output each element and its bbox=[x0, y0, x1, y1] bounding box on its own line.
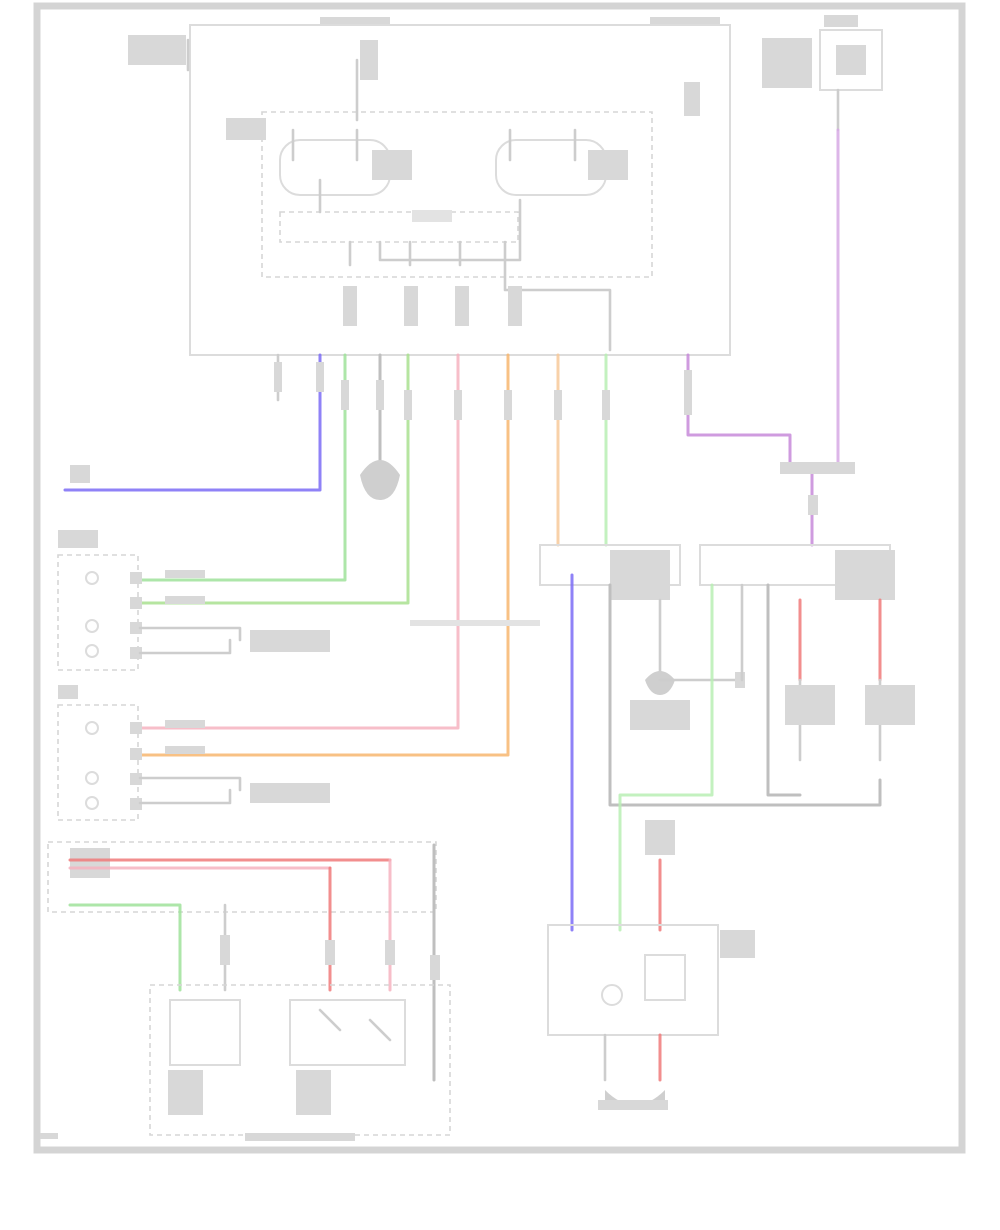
page-corner-mark bbox=[40, 1133, 58, 1139]
diagram-frame bbox=[33, 2, 966, 1154]
top-left-label bbox=[128, 35, 186, 65]
top-right-component bbox=[762, 15, 883, 132]
right-relay-modules bbox=[410, 544, 915, 932]
ground-symbol-icon bbox=[360, 460, 400, 500]
harness-wires bbox=[63, 128, 855, 757]
top-control-module bbox=[189, 17, 731, 356]
bottom-left-component bbox=[47, 841, 451, 1141]
left-switch-lower bbox=[57, 685, 330, 821]
left-switch-upper bbox=[57, 530, 330, 671]
bottom-right-motor-module bbox=[547, 820, 755, 1110]
